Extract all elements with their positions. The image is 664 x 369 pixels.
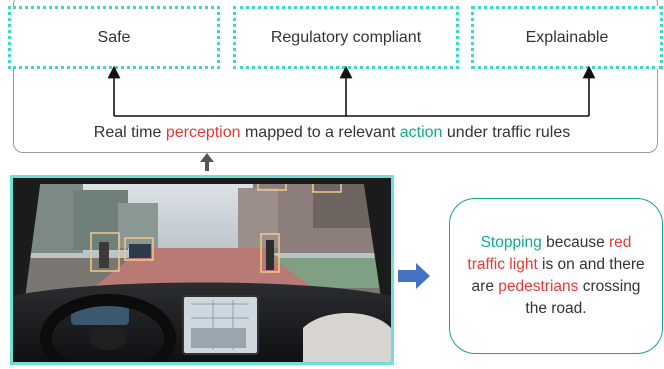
detection-box — [124, 237, 154, 261]
detection-box — [260, 233, 280, 273]
caption: Real time perception mapped to a relevan… — [93, 124, 571, 141]
caption-action: action — [399, 124, 443, 141]
caption-perception: perception — [165, 124, 241, 141]
explanation-pedestrians: pedestrians — [498, 278, 579, 295]
explanation-red-light: red traffic light — [467, 234, 632, 273]
explanation-text: Stopping because red traffic light is on… — [467, 234, 645, 317]
explanation-bubble: Stopping because red traffic light is on… — [449, 198, 663, 354]
property-label: Regulatory compliant — [270, 28, 422, 46]
property-label: Safe — [97, 28, 131, 46]
street-scene-illustration — [13, 178, 391, 362]
right-arrow-icon — [398, 263, 430, 289]
explanation-stopping: Stopping — [480, 234, 542, 251]
property-box-explainable: Explainable — [471, 6, 663, 69]
detection-box — [90, 232, 120, 272]
property-box-safe: Safe — [8, 6, 220, 69]
up-arrow-icon — [200, 153, 214, 171]
property-label: Explainable — [525, 28, 609, 46]
car-dashboard-image — [10, 175, 394, 365]
